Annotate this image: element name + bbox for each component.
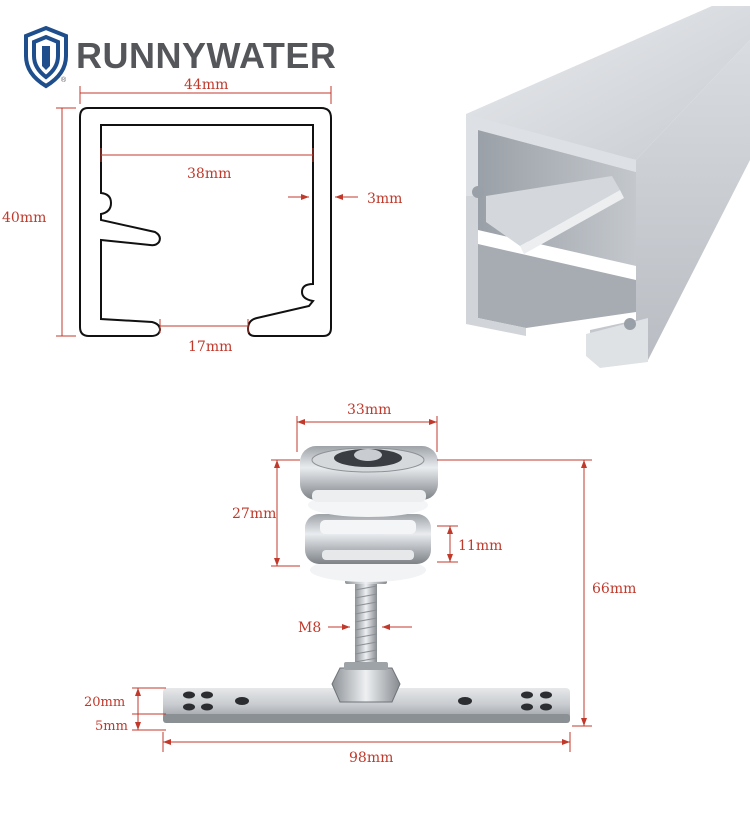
wheel-stack-label: 27mm bbox=[232, 506, 276, 522]
profile-width-label: 44mm bbox=[184, 77, 228, 93]
profile-height-label: 40mm bbox=[2, 210, 46, 226]
profile-dimension-lines bbox=[56, 86, 358, 337]
thread-size-label: M8 bbox=[298, 620, 321, 636]
plate-length-label: 98mm bbox=[349, 750, 393, 766]
profile-cross-section bbox=[79, 107, 332, 337]
aluminum-profile-image bbox=[466, 6, 750, 368]
brand-logo: ® RUNNYWATER bbox=[24, 25, 336, 89]
roller-dimension-arrows bbox=[135, 419, 587, 745]
profile-slot-label: 17mm bbox=[188, 339, 232, 355]
total-height-label: 66mm bbox=[592, 581, 636, 597]
plate-width-label: 20mm bbox=[84, 695, 125, 710]
profile-wall-label: 3mm bbox=[367, 191, 402, 207]
brand-name: RUNNYWATER bbox=[76, 35, 336, 76]
roller-dimension-lines bbox=[132, 416, 592, 752]
registered-mark: ® bbox=[61, 76, 67, 84]
roller-hardware-image bbox=[163, 446, 570, 723]
profile-dimension-arrows bbox=[301, 194, 343, 200]
wheel-thickness-label: 11mm bbox=[458, 538, 502, 554]
wheel-diameter-label: 33mm bbox=[347, 402, 391, 418]
shield-logo-icon bbox=[24, 25, 68, 89]
profile-inner-width-label: 38mm bbox=[187, 166, 231, 182]
profile-outline bbox=[79, 107, 332, 337]
plate-thickness-label: 5mm bbox=[95, 719, 128, 734]
